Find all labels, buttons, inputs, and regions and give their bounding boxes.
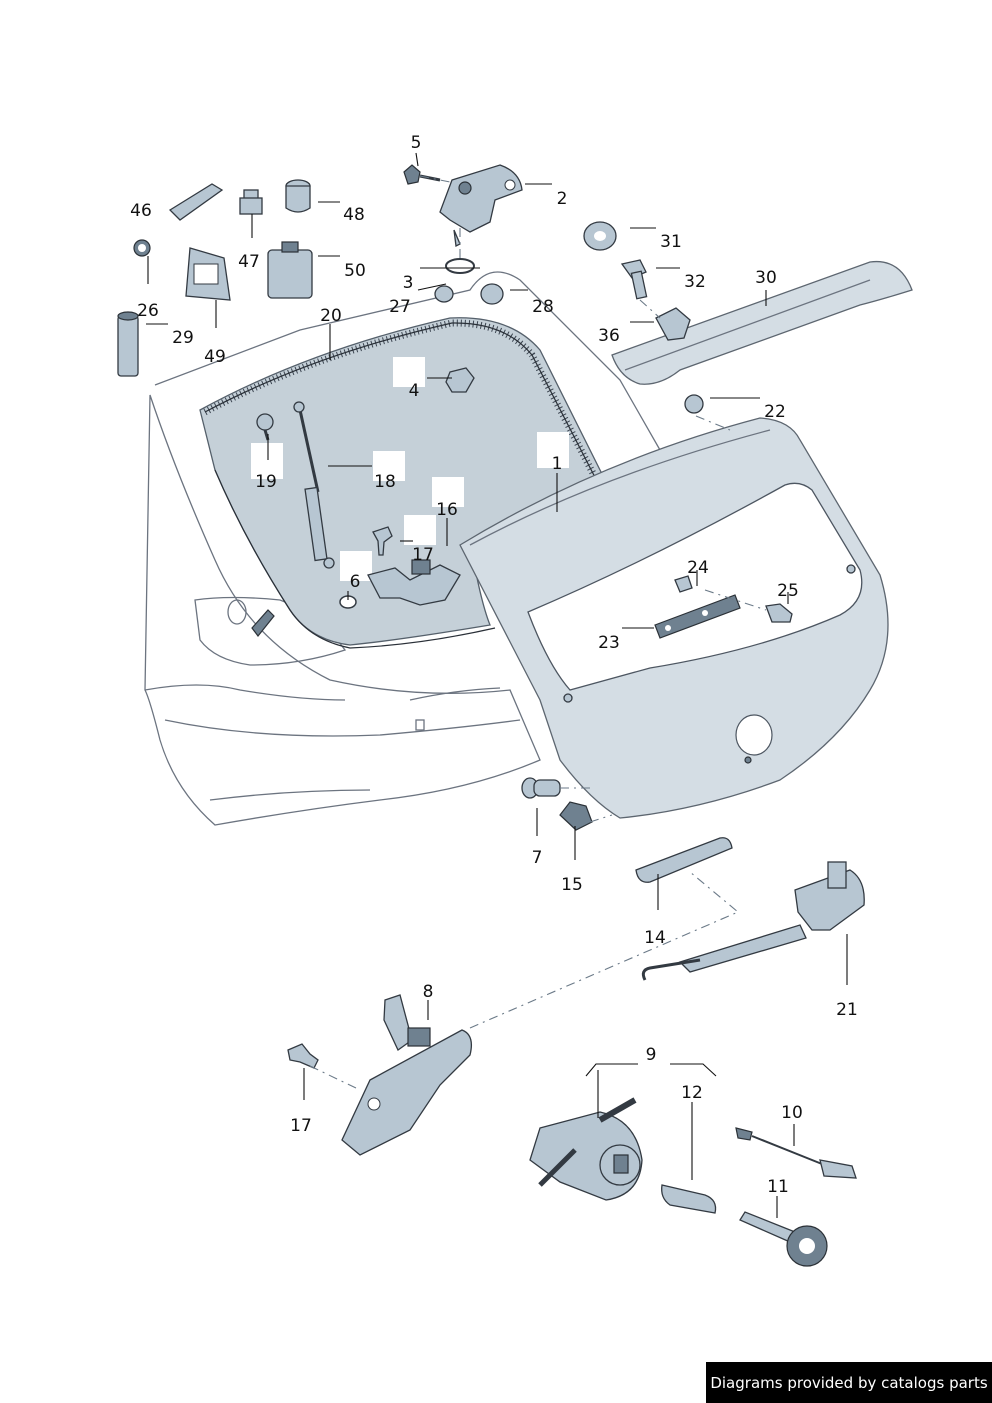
part-label-7: 7 (532, 848, 543, 868)
kit-49 (185, 247, 231, 301)
gas-strut (293, 401, 335, 569)
connection-lines (309, 175, 767, 1089)
handle-14 (635, 837, 733, 883)
bolt-25 (765, 603, 793, 623)
part-label-2: 2 (557, 189, 568, 209)
part-label-49: 49 (204, 347, 226, 367)
part-label-47: 47 (238, 252, 260, 272)
part-label-17-top: 17 (412, 545, 434, 565)
part-label-22: 22 (764, 402, 786, 422)
part-label-25: 25 (777, 581, 799, 601)
hinge-assembly (403, 164, 523, 274)
part-label-31: 31 (660, 232, 682, 252)
actuator-21 (641, 861, 865, 981)
part-label-4: 4 (409, 381, 420, 401)
clamp-26 (133, 239, 151, 257)
lock-cylinder-9 (529, 1097, 643, 1201)
part-label-21: 21 (836, 1000, 858, 1020)
bottle-47 (239, 189, 263, 215)
part-label-3: 3 (403, 273, 414, 293)
screw-17-top (372, 526, 393, 556)
cap-15 (559, 801, 593, 831)
key-11 (739, 1211, 828, 1267)
part-label-36: 36 (598, 326, 620, 346)
part-label-50: 50 (344, 261, 366, 281)
part-label-19: 19 (255, 472, 277, 492)
part-label-9: 9 (646, 1045, 657, 1065)
part-label-16: 16 (436, 500, 458, 520)
can-29 (117, 311, 139, 377)
part-label-11: 11 (767, 1177, 789, 1197)
grommet-27 (434, 285, 454, 303)
part-label-1: 1 (552, 454, 563, 474)
latch-16 (367, 559, 461, 606)
part-label-14: 14 (644, 928, 666, 948)
part-label-48: 48 (343, 205, 365, 225)
wire-10 (735, 1127, 857, 1179)
part-label-10: 10 (781, 1103, 803, 1123)
part-label-12: 12 (681, 1083, 703, 1103)
part-labels: 1 2 3 4 5 6 7 8 9 10 11 12 14 15 16 17 1… (130, 133, 858, 1197)
part-label-27: 27 (389, 297, 411, 317)
part-label-20: 20 (320, 306, 342, 326)
part-label-29: 29 (172, 328, 194, 348)
buffer-7 (521, 777, 561, 799)
bracket-23 (654, 594, 741, 639)
part-label-6: 6 (350, 572, 361, 592)
stop-22 (684, 394, 704, 414)
part-label-46: 46 (130, 201, 152, 221)
part-label-30: 30 (755, 268, 777, 288)
cylinder-12 (661, 1184, 717, 1214)
container-50 (267, 241, 313, 299)
leader-lines (146, 152, 848, 1218)
clip-36 (655, 307, 691, 341)
footer-credit: Diagrams provided by catalogs parts (706, 1362, 992, 1403)
part-label-18: 18 (374, 472, 396, 492)
screw-17-bottom (287, 1043, 319, 1069)
container-48 (285, 179, 311, 213)
part-label-15: 15 (561, 875, 583, 895)
part-label-26: 26 (137, 301, 159, 321)
part-label-24: 24 (687, 558, 709, 578)
lock-8 (341, 994, 473, 1156)
washer-31 (583, 221, 617, 251)
bolt-32 (620, 259, 648, 300)
tube-46 (168, 183, 224, 221)
part-label-8: 8 (423, 982, 434, 1002)
bolt-24 (674, 575, 693, 593)
spoiler (611, 260, 913, 385)
grommet-28 (480, 283, 504, 305)
vehicle-body (144, 271, 661, 826)
part-label-5: 5 (411, 133, 422, 153)
part-label-23: 23 (598, 633, 620, 653)
nut-4 (445, 367, 475, 393)
part-label-32: 32 (684, 272, 706, 292)
part-label-17-bottom: 17 (290, 1116, 312, 1136)
part-label-28: 28 (532, 297, 554, 317)
